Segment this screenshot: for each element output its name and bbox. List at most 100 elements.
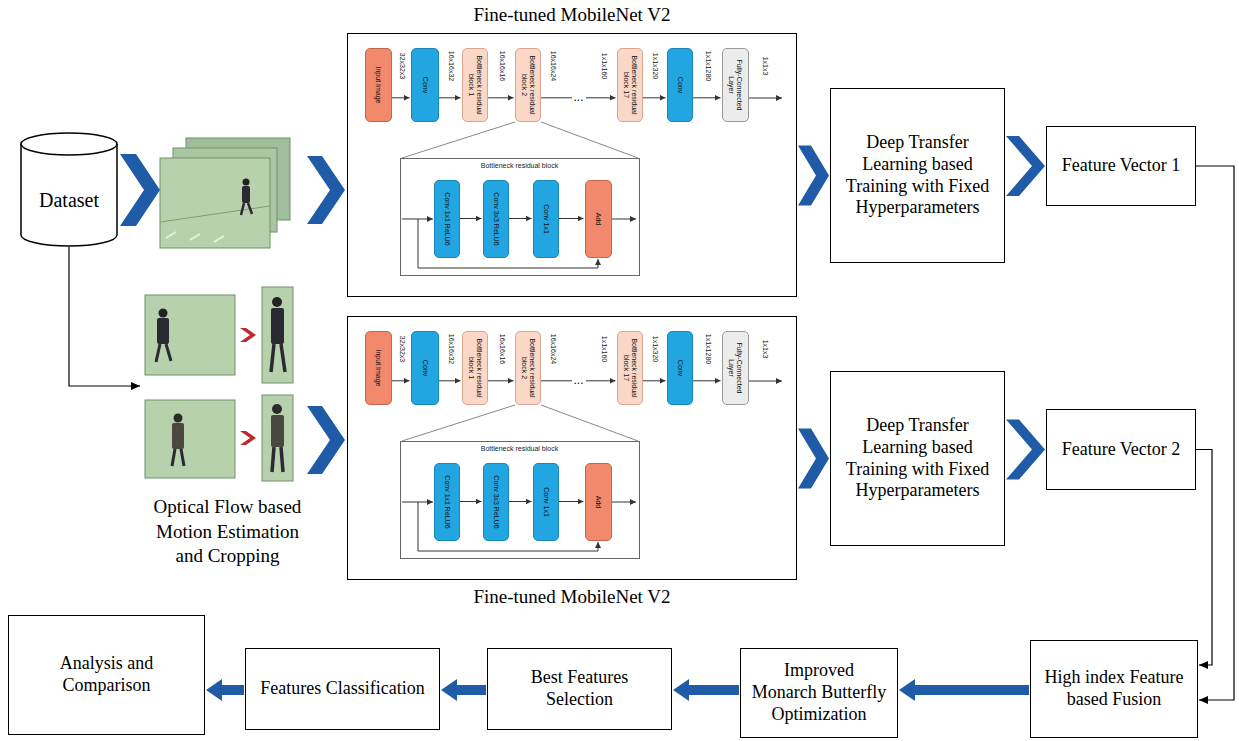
output-wire <box>749 381 782 382</box>
connector <box>1196 450 1212 666</box>
chevron-arrow <box>1006 136 1045 196</box>
edge-label: ... <box>571 91 585 103</box>
connector <box>798 429 829 489</box>
chevron-arrow <box>798 146 829 206</box>
image-stack <box>160 138 290 248</box>
connector-path <box>643 380 666 381</box>
process-box: Best Features Selection <box>487 648 672 730</box>
crop-arrow <box>240 431 256 445</box>
layer-block: Conv 1x1 <box>533 180 559 258</box>
block-arrow <box>673 679 739 701</box>
layer-name: Bottleneck residual block 1 <box>467 52 482 118</box>
layer-block: Input Image <box>365 48 392 122</box>
chevron-arrow <box>798 429 829 489</box>
layer-block: Bottleneck residual block 1 <box>462 331 488 405</box>
layer-block: Bottleneck residual block 2 <box>515 48 541 122</box>
chevron-arrow <box>120 154 160 226</box>
connector-path <box>488 97 514 98</box>
crop-arrow <box>240 328 256 342</box>
zoom-line <box>402 122 638 158</box>
layer-block: Add <box>585 180 612 258</box>
node-label: Dataset <box>39 189 99 212</box>
layer-name: Bottleneck residual block 17 <box>622 335 637 401</box>
connector-path <box>392 380 410 381</box>
layer-name: Conv <box>676 335 684 401</box>
video-frame <box>145 400 235 478</box>
connector <box>559 218 584 219</box>
connector <box>673 679 739 701</box>
connector-path <box>460 501 482 502</box>
person-figure <box>174 414 183 423</box>
layer-block: Conv <box>411 48 439 122</box>
node-label: Feature Vector 2 <box>1062 439 1181 461</box>
layer-block: Fully-Connected Layer <box>722 48 749 122</box>
person-figure <box>157 318 169 344</box>
node-label: Deep Transfer Learning based Training wi… <box>841 415 994 503</box>
network-wires <box>402 98 782 551</box>
video-frame <box>160 158 270 248</box>
layer-block: Conv 1x1 ReLU6 <box>434 180 460 258</box>
node-label: Features Classification <box>260 678 424 700</box>
network-panel: Fine-tuned MobileNet V2Input ImageConvBo… <box>347 33 797 297</box>
connector <box>439 380 461 381</box>
tensor-size: 1x1x3 <box>762 57 769 76</box>
chevron-arrow <box>307 156 345 224</box>
chevron-arrow <box>307 406 345 474</box>
process-box: Features Classification <box>245 648 440 730</box>
node-label: Improved Monarch Butterfly Optimization <box>751 660 887 726</box>
tensor-size: 1x1x160 <box>601 336 608 362</box>
layer-name: Conv 3x3 ReLU6 <box>492 467 500 537</box>
person-figure <box>159 309 168 318</box>
tensor-size: 16x16x16 <box>498 334 505 364</box>
layer-block: Conv <box>667 331 693 405</box>
panel-title: Bottleneck residual block <box>401 162 639 169</box>
layer-name: Conv 1x1 <box>542 184 550 254</box>
connector <box>899 679 1029 701</box>
layer-block: Fully-Connected Layer <box>722 331 749 405</box>
layer-block: Conv <box>411 331 439 405</box>
layer-name: Conv <box>421 335 429 401</box>
layer-name: Bottleneck residual block 2 <box>520 335 535 401</box>
process-box: Deep Transfer Learning based Training wi… <box>830 88 1005 263</box>
connector-path <box>559 501 584 502</box>
connector <box>559 501 584 502</box>
layer-name: Bottleneck residual block 2 <box>520 52 535 118</box>
layer-name: Conv 1x1 <box>542 467 550 537</box>
floor-line <box>160 206 270 222</box>
layer-block: Conv 1x1 ReLU6 <box>434 463 460 541</box>
tensor-size: 16x16x24 <box>550 51 557 81</box>
cylinder-top <box>21 133 117 155</box>
cylinder-body <box>21 144 117 246</box>
layer-name: Add <box>594 467 602 537</box>
layer-name: Fully-Connected Layer <box>727 335 742 401</box>
block-arrow <box>206 679 244 701</box>
residual-block-panel: Bottleneck residual blockConv 1x1 ReLU6 C… <box>400 158 640 276</box>
connector-path <box>509 501 532 502</box>
layer-block: Bottleneck residual block 1 <box>462 48 488 122</box>
block-arrow <box>899 679 1029 701</box>
residual-block-panel: Bottleneck residual blockConv 1x1 ReLU6 C… <box>400 441 640 559</box>
layer-name: Input Image <box>374 52 382 118</box>
layer-name: Fully-Connected Layer <box>727 52 742 118</box>
process-box: Feature Vector 1 <box>1046 126 1196 206</box>
cropped-person <box>262 287 293 383</box>
cropped-person <box>262 395 293 481</box>
tensor-size: 16x16x32 <box>448 51 455 81</box>
person-figure <box>271 308 284 344</box>
layer-block: Input Image <box>365 331 392 405</box>
connector-path <box>1196 166 1234 700</box>
person-figure <box>241 203 252 215</box>
connector <box>643 97 666 98</box>
connector <box>206 679 244 701</box>
layer-block: Conv 1x1 <box>533 463 559 541</box>
node-label: Best Features Selection <box>498 667 661 711</box>
connector-path <box>392 97 410 98</box>
tensor-size: 1x1x320 <box>652 336 659 362</box>
node-label: Deep Transfer Learning based Training wi… <box>841 132 994 220</box>
layer-name: Conv <box>421 52 429 118</box>
panel-title: Bottleneck residual block <box>401 445 639 452</box>
output-wire <box>612 502 636 503</box>
layer-name: Input Image <box>374 335 382 401</box>
connector <box>441 679 486 701</box>
layer-block: Conv <box>667 48 693 122</box>
